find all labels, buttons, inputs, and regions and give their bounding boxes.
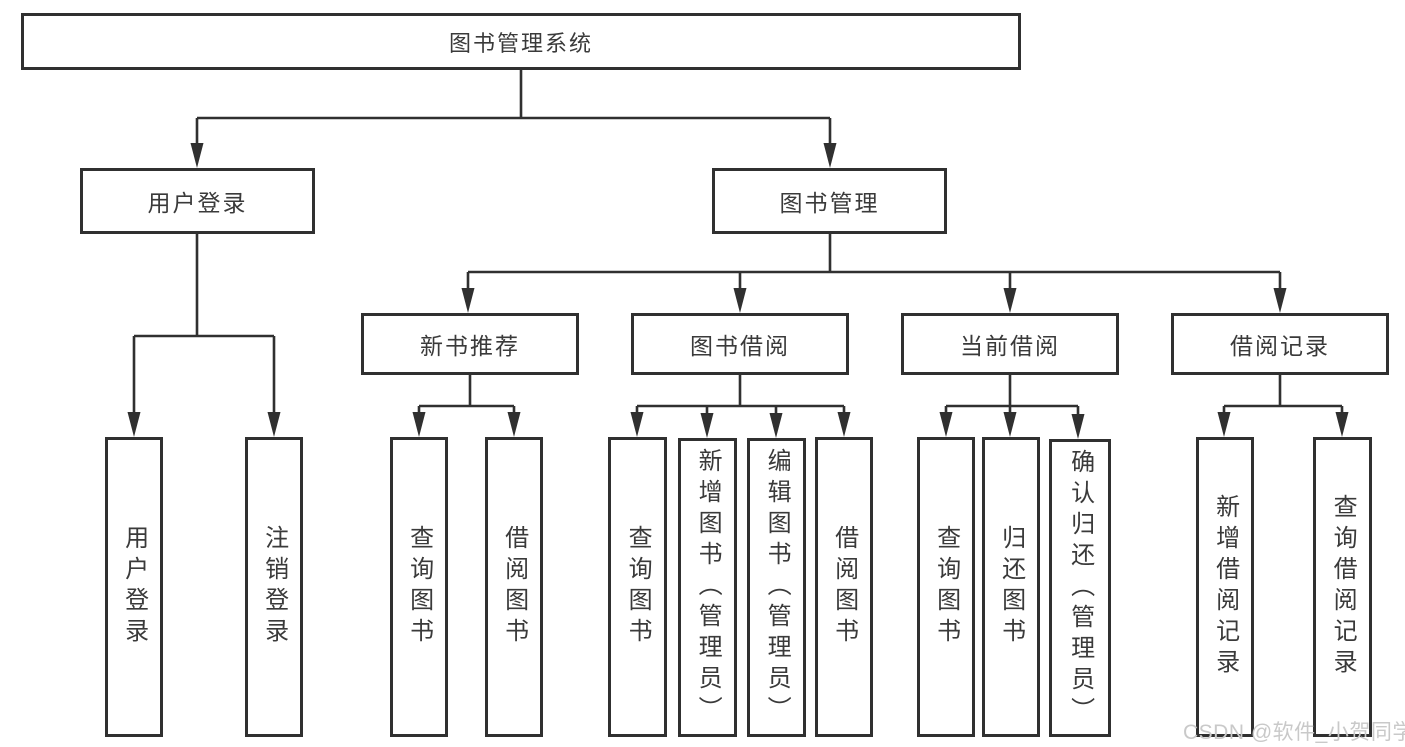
arrowhead-icon [1335, 412, 1349, 437]
leaf-query-borrow-record: 查询借阅记录 [1313, 437, 1372, 737]
arrowhead-icon [1003, 288, 1017, 313]
connector-book-borrow-to-leaves [630, 375, 851, 438]
arrowhead-icon [700, 413, 714, 438]
arrowhead-icon [507, 412, 521, 437]
leaf-label: 借阅图书 [830, 525, 858, 649]
arrowhead-icon [630, 412, 644, 437]
leaf-logout: 注销登录 [245, 437, 303, 737]
leaf-query-books-1: 查询图书 [390, 437, 448, 737]
node-borrowing-records: 借阅记录 [1171, 313, 1389, 375]
arrowhead-icon [939, 412, 953, 437]
leaf-label: 注销登录 [260, 525, 288, 649]
node-current-borrowing: 当前借阅 [901, 313, 1119, 375]
arrowhead-icon [1273, 288, 1287, 313]
leaf-label: 查询图书 [932, 525, 960, 649]
arrowhead-icon [1071, 414, 1085, 439]
connector-current-borrow-to-leaves [939, 375, 1085, 439]
arrowhead-icon [733, 288, 747, 313]
leaf-return-books: 归还图书 [982, 437, 1040, 737]
arrowhead-icon [461, 288, 475, 313]
leaf-query-books-2: 查询图书 [608, 437, 667, 737]
arrowhead-icon [190, 143, 204, 168]
leaf-label: 查询图书 [624, 525, 652, 649]
leaf-label: 新增借阅记录 [1211, 494, 1239, 680]
arrowhead-icon [1217, 412, 1231, 437]
leaf-label: 新增图书（管理员） [694, 448, 722, 727]
node-user-login: 用户登录 [80, 168, 315, 234]
node-library-management-system: 图书管理系统 [21, 13, 1021, 70]
connector-book-mgmt-to-level3 [461, 234, 1287, 313]
arrowhead-icon [1003, 412, 1017, 437]
node-book-management: 图书管理 [712, 168, 947, 234]
node-book-borrowing: 图书借阅 [631, 313, 849, 375]
connector-borrow-record-to-leaves [1217, 375, 1349, 437]
csdn-watermark: CSDN @软件_小贺同学 [1183, 721, 1405, 744]
arrowhead-icon [769, 413, 783, 438]
leaf-add-borrow-record: 新增借阅记录 [1196, 437, 1254, 737]
arrowhead-icon [127, 412, 141, 437]
leaf-confirm-return-admin: 确认归还（管理员） [1049, 439, 1111, 737]
leaf-borrow-books-1: 借阅图书 [485, 437, 543, 737]
leaf-add-books-admin: 新增图书（管理员） [678, 438, 737, 737]
leaf-label: 借阅图书 [500, 525, 528, 649]
leaf-label: 编辑图书（管理员） [763, 448, 791, 727]
arrowhead-icon [267, 412, 281, 437]
leaf-label: 查询借阅记录 [1329, 494, 1357, 680]
connector-user-login-to-leaves [127, 234, 281, 437]
leaf-edit-books-admin: 编辑图书（管理员） [747, 438, 806, 737]
leaf-label: 确认归还（管理员） [1066, 448, 1094, 728]
arrowhead-icon [412, 412, 426, 437]
connector-new-book-to-leaves [412, 375, 521, 437]
arrowhead-icon [823, 143, 837, 168]
leaf-borrow-books-2: 借阅图书 [815, 437, 873, 737]
leaf-label: 用户登录 [120, 525, 148, 649]
leaf-query-books-3: 查询图书 [917, 437, 975, 737]
connector-root-to-level2 [190, 70, 837, 168]
node-new-book-recommendation: 新书推荐 [361, 313, 579, 375]
leaf-label: 查询图书 [405, 525, 433, 649]
leaf-label: 归还图书 [997, 525, 1025, 649]
arrowhead-icon [837, 412, 851, 437]
leaf-user-login: 用户登录 [105, 437, 163, 737]
